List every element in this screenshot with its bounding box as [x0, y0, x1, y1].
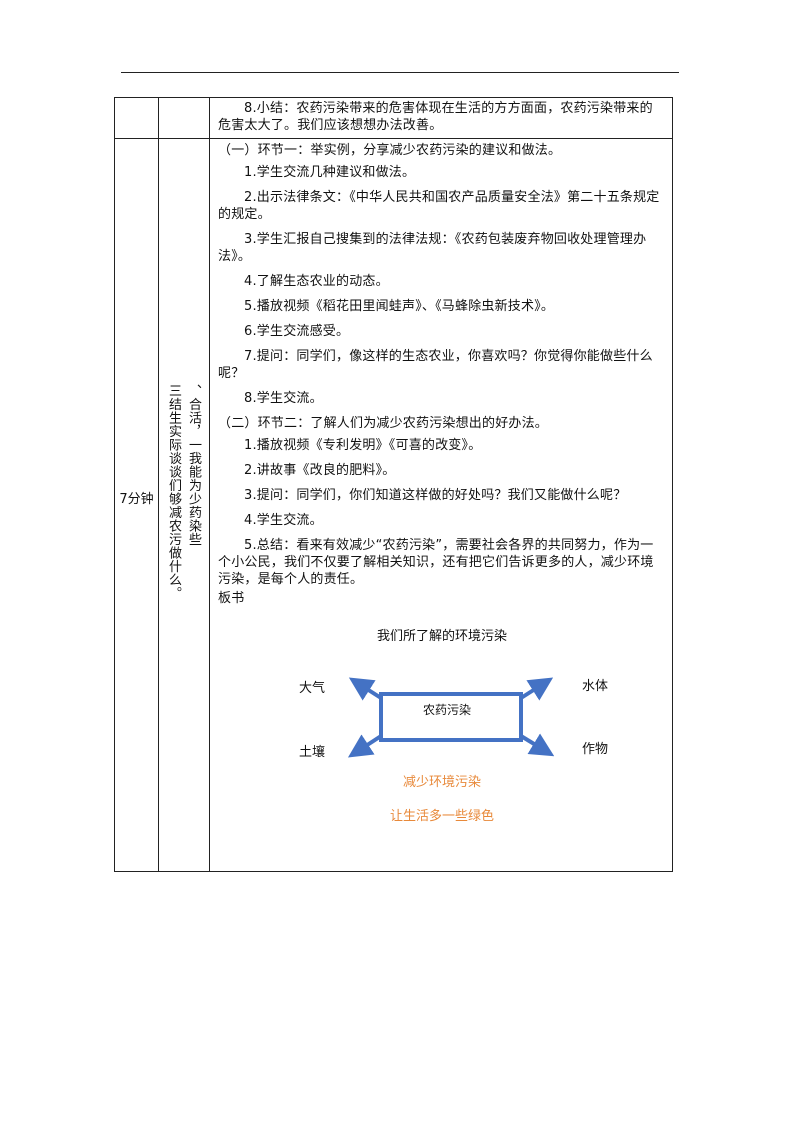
step-item: 2.出示法律条文：《中华人民共和国农产品质量安全法》第二十五条规定的规定。	[218, 190, 660, 222]
label-air: 大气	[299, 681, 326, 696]
center-box	[379, 692, 523, 742]
arrow-bottom-right	[519, 733, 555, 757]
arrow-top-right	[519, 677, 554, 701]
header-rule	[121, 72, 679, 73]
step-summary: 5.总结：看来有效减少“农药污染”，需要社会各界的共同努力，作为一个小公民，我们…	[218, 538, 654, 587]
step-item: 7.提问：同学们，像这样的生态农业，你喜欢吗？你觉得你能做些什么呢？	[218, 349, 653, 381]
step-item: 8.学生交流。	[244, 391, 323, 406]
step-heading-2: （二）环节二：了解人们为减少农药污染想出的好办法。	[218, 416, 549, 431]
step-item: 4.学生交流。	[244, 513, 323, 528]
section-title-cell: 三结生实际谈谈们够减农污做什么。 、合活，一我能为少药染些	[158, 138, 209, 872]
section-title-col-left: 三结生实际谈谈们够减农污做什么。	[166, 384, 181, 600]
step-item: 6.学生交流感受。	[244, 324, 350, 339]
label-crops: 作物	[582, 742, 609, 757]
step-item: 2.讲故事《改良的肥料》。	[244, 463, 396, 478]
time-label: 7分钟	[119, 492, 154, 507]
row1-section-cell	[158, 97, 209, 138]
time-cell: 7分钟	[114, 138, 158, 872]
slogan-reduce-pollution: 减少环境污染	[402, 775, 481, 790]
step-heading-1: （一）环节一：举实例，分享减少农药污染的建议和做法。	[218, 143, 562, 158]
section-title-col-right: 、合活，一我能为少药染些	[186, 384, 201, 546]
steps-list: （一）环节一：举实例，分享减少农药污染的建议和做法。 1.学生交流几种建议和做法…	[210, 139, 672, 607]
row1-time-cell	[114, 97, 158, 138]
label-water: 水体	[582, 679, 609, 694]
label-soil: 土壤	[299, 745, 326, 760]
diagram-title: 我们所了解的环境污染	[376, 629, 507, 644]
arrow-bottom-left	[347, 734, 383, 758]
step-item: 3.学生汇报自己搜集到的法律法规：《农药包装废弃物回收处理管理办法》。	[218, 232, 647, 264]
pollution-diagram	[347, 677, 555, 758]
slogan-green-life: 让生活多一些绿色	[389, 809, 494, 824]
board-label: 板书	[218, 591, 245, 606]
content-cell: （一）环节一：举实例，分享减少农药污染的建议和做法。 1.学生交流几种建议和做法…	[209, 138, 673, 872]
row1-content-cell: 8.小结：农药污染带来的危害体现在生活的方方面面，农药污染带来的危害太大了。我们…	[209, 97, 673, 138]
step-item: 1.学生交流几种建议和做法。	[244, 165, 416, 180]
arrow-top-left	[348, 677, 383, 701]
step-item: 3.提问：同学们，你们知道这样做的好处吗？我们又能做什么呢？	[244, 488, 627, 503]
step-item: 1.播放视频《专利发明》《可喜的改变》。	[244, 438, 482, 453]
row1-summary-text: 8.小结：农药污染带来的危害体现在生活的方方面面，农药污染带来的危害太大了。我们…	[218, 101, 653, 133]
step-item: 5.播放视频《稻花田里闻蛙声》、《马蜂除虫新技术》。	[244, 299, 555, 314]
center-label: 农药污染	[423, 703, 472, 717]
step-item: 4.了解生态农业的动态。	[244, 274, 389, 289]
